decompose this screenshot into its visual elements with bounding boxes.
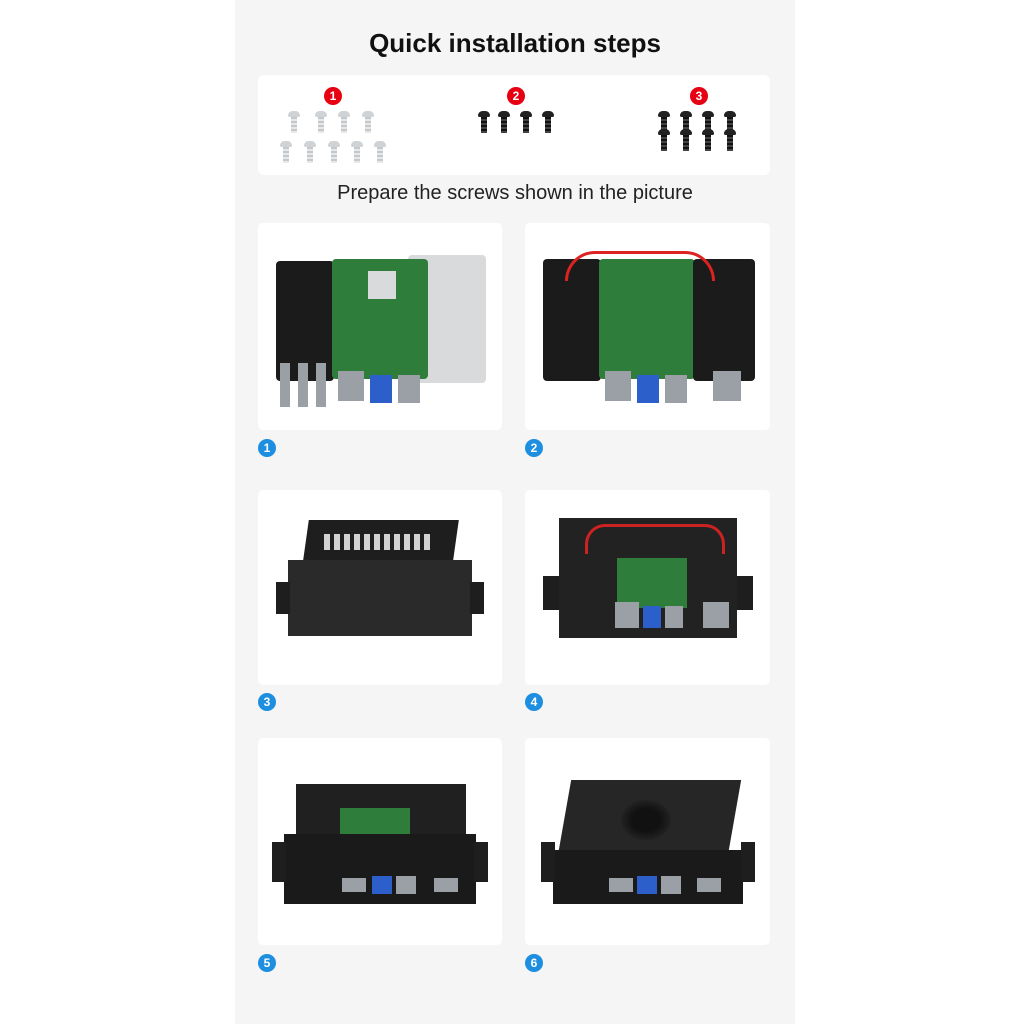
step-1-image xyxy=(258,223,502,430)
screw-black xyxy=(702,111,714,133)
step-badge-4: 4 xyxy=(525,693,543,711)
screw-black xyxy=(498,111,510,133)
screw-silver xyxy=(351,141,363,163)
screw-black xyxy=(658,129,670,151)
screw-silver xyxy=(374,141,386,163)
screw-silver xyxy=(288,111,300,133)
step-badge-5: 5 xyxy=(258,954,276,972)
step-3-image xyxy=(258,490,502,685)
screw-silver xyxy=(362,111,374,133)
screw-black xyxy=(680,129,692,151)
screw-black xyxy=(724,111,736,133)
screw-black xyxy=(542,111,554,133)
screw-silver xyxy=(280,141,292,163)
screw-group-badge-3: 3 xyxy=(690,87,708,105)
caption: Prepare the screws shown in the picture xyxy=(337,182,693,204)
step-badge-3: 3 xyxy=(258,693,276,711)
screw-black xyxy=(724,129,736,151)
screw-silver xyxy=(315,111,327,133)
step-6-image xyxy=(525,738,770,945)
step-badge-2: 2 xyxy=(525,439,543,457)
screw-group-badge-2: 2 xyxy=(507,87,525,105)
screw-black xyxy=(680,111,692,133)
screw-silver xyxy=(304,141,316,163)
screw-black xyxy=(478,111,490,133)
step-5-image xyxy=(258,738,502,945)
screw-black xyxy=(702,129,714,151)
screw-panel: 1 2 3 xyxy=(258,75,770,175)
step-badge-1: 1 xyxy=(258,439,276,457)
screw-black xyxy=(658,111,670,133)
page-title: Quick installation steps xyxy=(369,28,661,58)
step-4-image xyxy=(525,490,770,685)
screw-group-badge-1: 1 xyxy=(324,87,342,105)
screw-silver xyxy=(338,111,350,133)
step-2-image xyxy=(525,223,770,430)
screw-black xyxy=(520,111,532,133)
step-badge-6: 6 xyxy=(525,954,543,972)
screw-silver xyxy=(328,141,340,163)
